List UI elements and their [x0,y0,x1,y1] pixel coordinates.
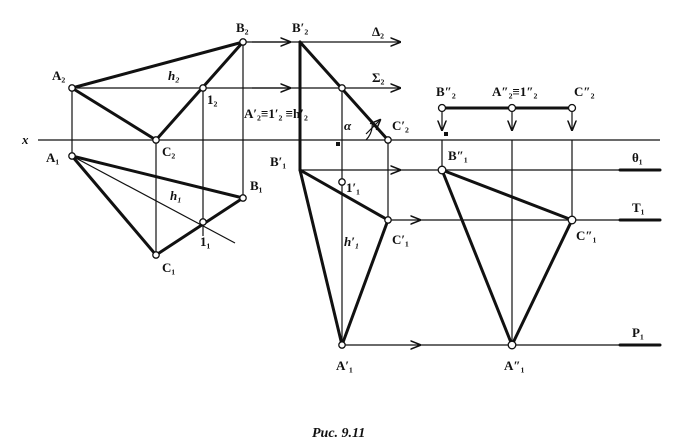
label-theta1: θ₁ [632,150,643,165]
label-c2: C₂ [162,144,175,159]
point-c2 [152,136,160,144]
label-bp1: B′₁ [270,154,286,169]
point-cp1 [384,216,392,224]
label-11: 1₁ [200,234,211,249]
edge-ap1-bp1 [298,168,344,347]
label-cpp1: C″₁ [576,228,597,243]
point-bpp1 [437,165,447,175]
label-bp2: B′₂ [292,20,308,35]
edge-c2-a2 [70,86,158,142]
label-alpha: α [344,118,352,133]
point-bpp2 [437,103,447,113]
figure-caption: Рис. 9.11 [312,426,365,441]
point-cpp2 [567,103,577,113]
edge-b2-c2 [154,40,245,142]
label-sigma2: Σ₂ [372,70,384,85]
point-11 [199,218,207,226]
edge-cpp1-app1 [510,218,574,347]
edge-a2-b2 [70,40,245,90]
label-b1: B₁ [250,178,263,193]
label-ap2-equiv: A′₂≡1′₂ ≡h′₂ [244,106,308,121]
edge-bp1-cp1 [298,168,390,222]
label-p1: P₁ [632,325,644,340]
point-1p1 [338,178,346,186]
label-cpp2: C″₂ [574,84,595,99]
alpha-arrow [365,120,380,135]
point-ap1 [338,341,346,349]
point-c1 [152,251,160,259]
point-b2 [239,38,247,46]
label-app1: A″₁ [504,358,525,373]
label-hp1: h′₁ [344,234,359,249]
point-app2 [507,103,517,113]
tick-mark-1 [336,142,340,146]
point-cp2 [384,136,392,144]
edge-bpp1-cpp1 [440,168,574,222]
edge-c1-a1 [70,154,158,257]
edge-cp1-ap1 [340,218,390,347]
label-delta2: Δ₂ [372,24,384,39]
label-b2: B₂ [236,20,249,35]
label-cp2: C′₂ [392,118,409,133]
point-b1 [239,194,247,202]
point-a1 [68,152,76,160]
point-12 [199,84,207,92]
label-c1: C₁ [162,260,175,275]
point-a2 [68,84,76,92]
point-ap2 [338,84,346,92]
edge-a1-b1 [70,154,245,200]
label-12: 1₂ [207,92,218,107]
label-a1: A₁ [46,150,59,165]
label-h2: h₂ [168,68,180,83]
label-h1: h₁ [170,188,182,203]
label-x-axis: x [21,132,29,147]
edge-app1-bpp1 [440,168,514,347]
label-ap1: A′₁ [336,358,353,373]
horizontal-h1 [71,155,236,244]
point-app1 [507,340,517,350]
label-bpp1: B″₁ [448,148,468,163]
label-app2-equiv: A″₂≡1″₂ [492,84,538,99]
label-1p1: 1′₁ [346,180,360,195]
label-t1: T₁ [632,200,645,215]
point-cpp1 [567,215,577,225]
edge-b1-c1 [154,196,245,257]
tick-mark-2 [444,132,448,136]
label-cp1: C′₁ [392,232,409,247]
label-a2: A₂ [52,68,65,83]
label-bpp2: B″₂ [436,84,456,99]
